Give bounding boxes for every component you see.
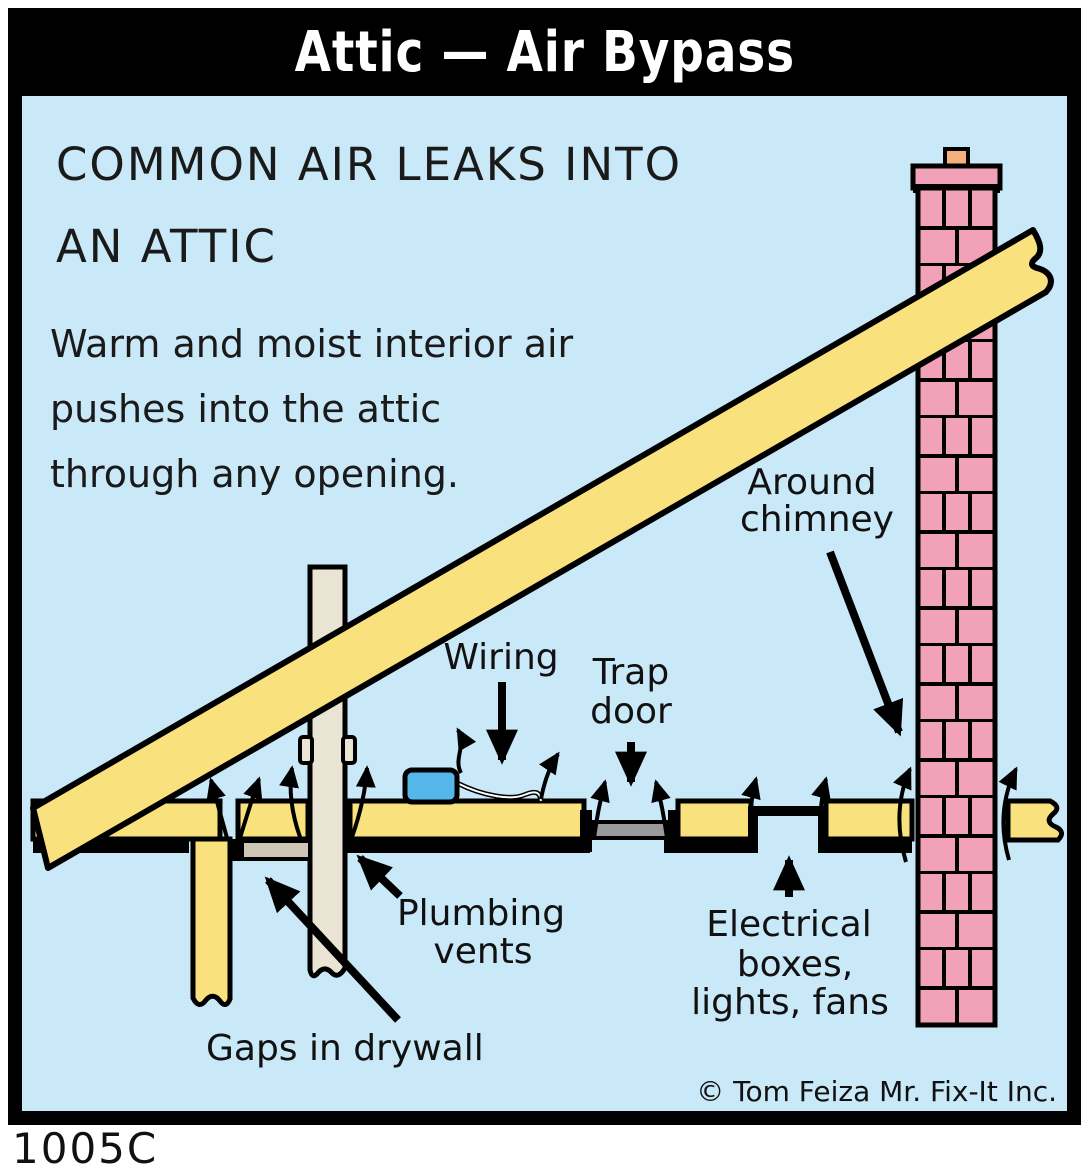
drywall-bar [345, 839, 590, 853]
air-flow-arrow [206, 777, 229, 839]
description-line-3: through any opening. [50, 452, 460, 496]
description-line-2: pushes into the attic [50, 387, 442, 431]
plumbing-vents-label-line-1: Plumbing [397, 893, 565, 934]
plumbing-pointer-arrow [356, 854, 403, 899]
trap-door-label-line-1: Trap [592, 652, 669, 693]
pipe-coupling-right [341, 735, 357, 765]
wall-stud [190, 836, 312, 1007]
around-chimney-pointer-arrow [826, 550, 904, 737]
plumbing-vents-label-line-2: vents [433, 931, 532, 972]
air-flow-arrow [590, 779, 610, 839]
junction-box [402, 767, 460, 805]
trap-door-label-line-2: door [590, 691, 672, 732]
drywall-bar [664, 839, 751, 853]
heading-line-2: AN ATTIC [56, 220, 277, 273]
gaps-in-drywall-label: Gaps in drywall [206, 1028, 484, 1069]
air-flow-arrow [998, 766, 1018, 861]
air-flow-arrow [741, 776, 761, 850]
description-line-1: Warm and moist interior air [50, 322, 574, 366]
drywall-piece [240, 839, 312, 861]
page-title: Attic — Air Bypass [294, 19, 795, 85]
air-flow-arrow [539, 751, 560, 800]
copyright-text: © Tom Feiza Mr. Fix-It Inc. [696, 1075, 1057, 1108]
electrical-label-line-1: Electrical [706, 904, 871, 945]
label-pointer-arrows [264, 550, 904, 1023]
air-flow-arrow [651, 779, 671, 839]
electrical-label-line-2: boxes, [737, 944, 853, 985]
air-flow-arrows [206, 727, 1018, 863]
trap-door [580, 810, 680, 852]
electrical-label-line-3: lights, fans [691, 982, 889, 1023]
figure-id: 1005C [12, 1124, 159, 1172]
roof-rafter [30, 227, 1054, 871]
wiring-label: Wiring [443, 637, 558, 678]
trap-door-panel [591, 820, 669, 840]
pipe-coupling-left [298, 735, 314, 765]
ceiling-segment-torn-end [1005, 798, 1064, 843]
drywall-bar [820, 839, 912, 853]
gaps-pointer-arrow [264, 876, 401, 1023]
title-bar: Attic — Air Bypass [8, 8, 1081, 96]
heading-line-1: COMMON AIR LEAKS INTO [56, 138, 683, 191]
electrical-box-recess [748, 806, 828, 853]
wire-highlight [456, 782, 542, 802]
trap-door-jamb-left [580, 810, 592, 852]
air-flow-arrow [279, 765, 302, 838]
around-chimney-label-line-2: chimney [740, 499, 894, 540]
wire [455, 780, 544, 802]
air-flow-arrow [350, 765, 376, 838]
air-flow-arrow [811, 776, 831, 850]
around-chimney-label-line-1: Around [747, 462, 876, 503]
diagram-heading: COMMON AIR LEAKS INTO AN ATTIC [56, 124, 682, 288]
ceiling-segment [675, 798, 754, 842]
wiring-junction-box [402, 767, 544, 805]
air-flow-arrow [893, 766, 912, 863]
air-flow-arrow [238, 776, 263, 839]
diagram-description: Warm and moist interior air pushes into … [50, 312, 573, 507]
air-flow-arrow [456, 727, 477, 774]
ceiling [30, 798, 1064, 861]
ceiling-segment [347, 798, 587, 842]
trap-door-jamb-right [668, 810, 680, 852]
